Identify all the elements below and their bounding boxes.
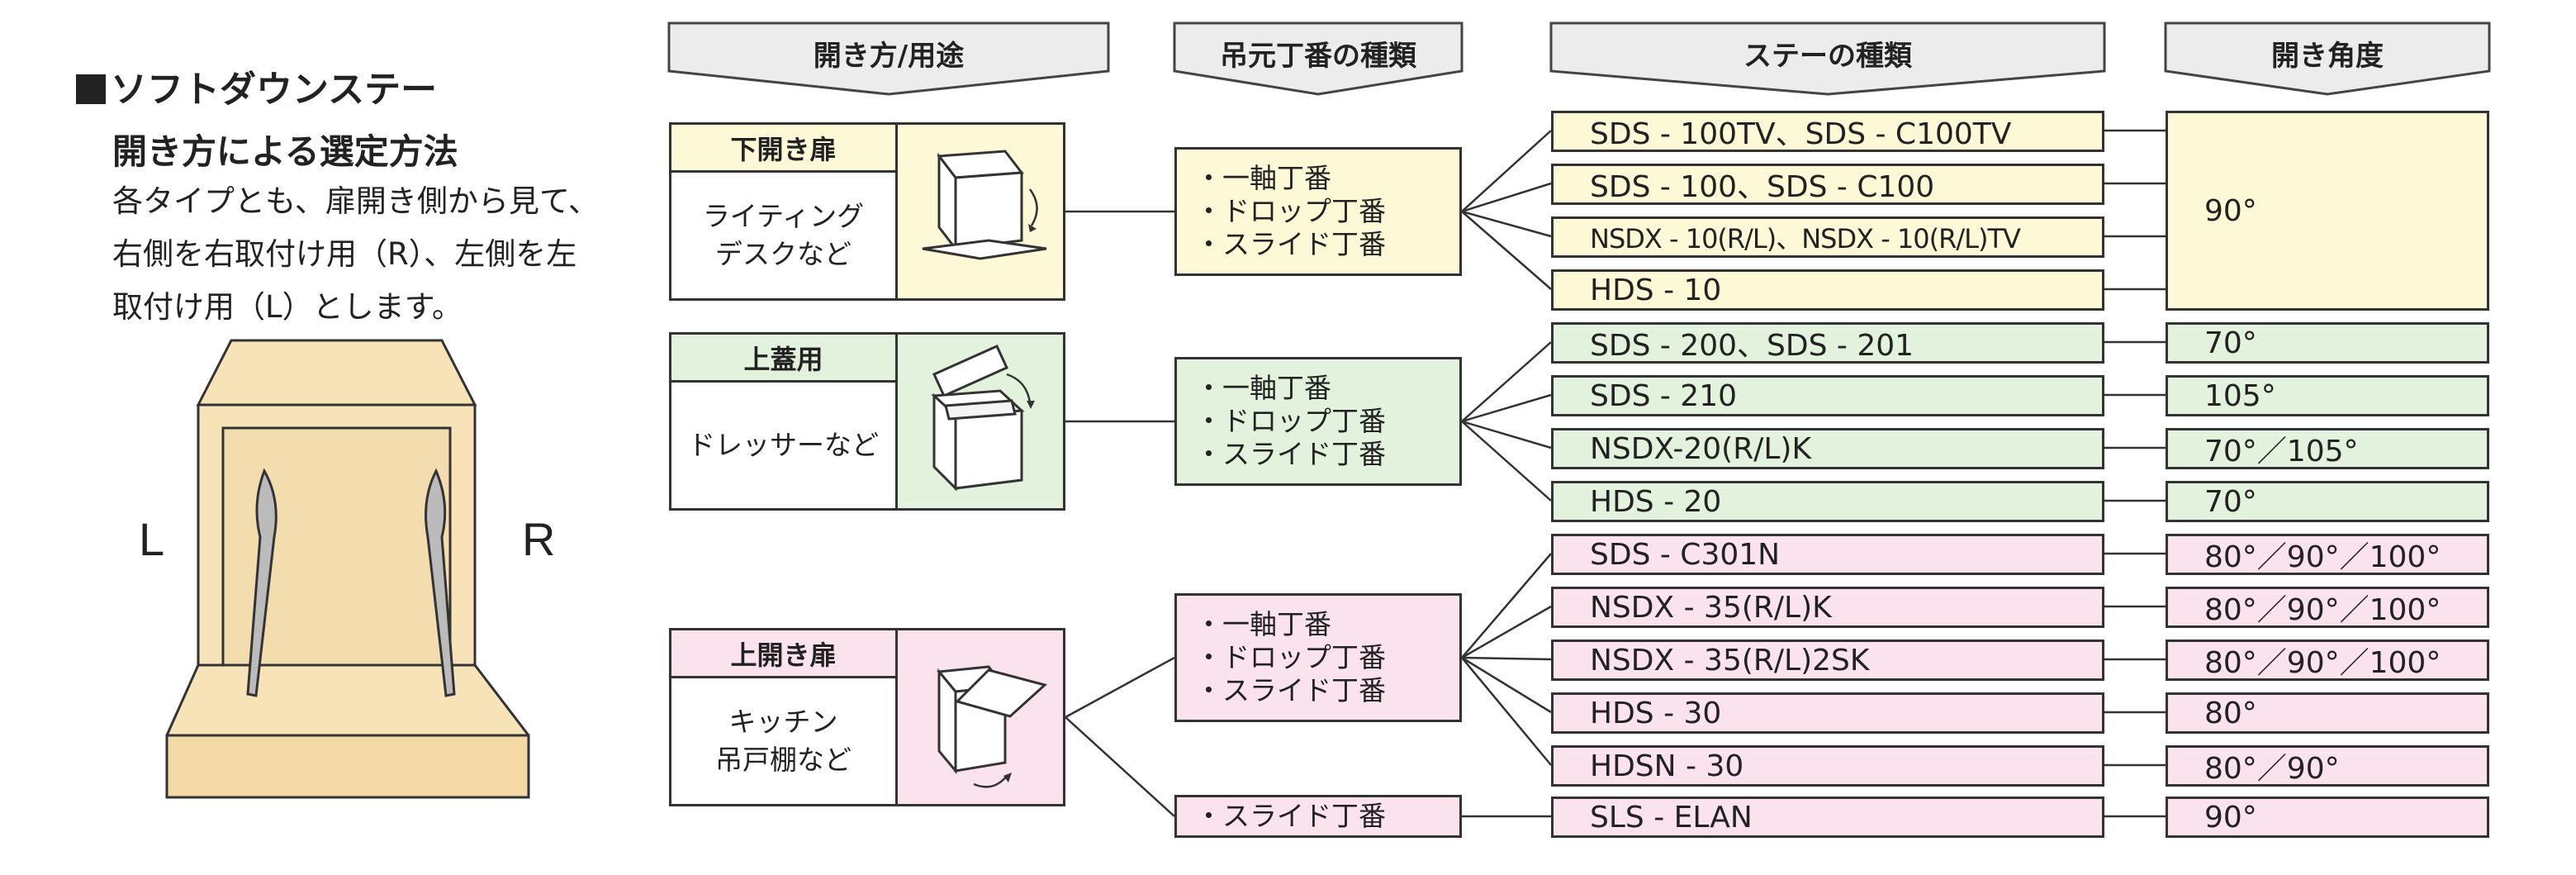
- stay-item: SLS - ELAN: [1551, 797, 2104, 838]
- angle-item: 105°: [2166, 375, 2489, 416]
- icon-panel: [898, 335, 1063, 508]
- header-chevron-angle: [2164, 21, 2491, 96]
- stay-item: NSDX-20(R/L)K: [1551, 428, 2104, 469]
- header-stay-type: ステーの種類: [1743, 40, 1912, 73]
- icon-panel: [898, 630, 1063, 804]
- hinge-item: ・一軸丁番: [1195, 372, 1331, 404]
- intro-line: 各タイプとも、扉開き側から見て、: [112, 183, 600, 219]
- angle-item: 90°: [2166, 111, 2489, 311]
- hinge-type-box-slide-only: ・スライド丁番: [1174, 795, 1462, 838]
- stay-item: HDS - 30: [1551, 692, 2104, 734]
- icon-panel: [898, 125, 1063, 298]
- hinge-item: ・ドロップ丁番: [1195, 405, 1386, 437]
- opening-type-box-lift-up-door: 上開き扉 キッチン 吊戸棚など: [669, 628, 1065, 806]
- opening-type-box-lift-lid: 上蓋用 ドレッサーなど: [669, 332, 1065, 511]
- stay-item: SDS - 100TV、SDS - C100TV: [1551, 111, 2104, 152]
- left-mount-label: L: [139, 513, 165, 565]
- header-chevron-stay: [1549, 21, 2106, 96]
- right-mount-label: R: [522, 513, 556, 565]
- header-chevron-opening: [667, 21, 1110, 96]
- stay-item: HDS - 10: [1551, 269, 2104, 311]
- door-edge: [165, 734, 530, 799]
- angle-item: 70°／105°: [2166, 428, 2489, 469]
- section-title: ソフトダウンステー: [76, 59, 437, 112]
- opening-type-tag: 上蓋用: [671, 335, 898, 383]
- hinge-item: ・スライド丁番: [1195, 438, 1386, 470]
- stay-item: HDSN - 30: [1551, 745, 2104, 787]
- drop-down-door-icon: [922, 150, 1047, 260]
- hinge-type-box: ・一軸丁番 ・ドロップ丁番 ・スライド丁番: [1174, 593, 1462, 722]
- angle-item: 80°／90°: [2166, 745, 2489, 787]
- hinge-item: ・ドロップ丁番: [1195, 641, 1386, 673]
- opening-type-tag: 上開き扉: [671, 630, 898, 678]
- angle-item: 70°: [2166, 322, 2489, 364]
- stay-item: SDS - 210: [1551, 375, 2104, 416]
- hinge-item: ・スライド丁番: [1195, 228, 1386, 260]
- hinge-item: ・スライド丁番: [1195, 800, 1386, 832]
- opening-type-tag: 下開き扉: [671, 125, 898, 173]
- opening-type-box-drop-door: 下開き扉 ライティング デスクなど: [669, 122, 1065, 301]
- angle-item: 70°: [2166, 481, 2489, 522]
- intro-line: 取付け用（L）とします。: [112, 289, 463, 325]
- intro-description: 各タイプとも、扉開き側から見て、 右側を右取付け用（R）、左側を左 取付け用（L…: [112, 175, 641, 334]
- stay-item: SDS - C301N: [1551, 534, 2104, 575]
- stay-item: SDS - 200、SDS - 201: [1551, 322, 2104, 364]
- header-opening: 開き方/用途: [813, 40, 965, 73]
- black-square-icon: [76, 74, 106, 104]
- hinge-item: ・スライド丁番: [1195, 674, 1386, 706]
- angle-item: 80°／90°／100°: [2166, 534, 2489, 575]
- stay-item: NSDX - 35(R/L)2SK: [1551, 640, 2104, 681]
- angle-item: 80°／90°／100°: [2166, 640, 2489, 681]
- intro-line: 右側を右取付け用（R）、左側を左: [112, 236, 577, 272]
- right-stay-arm: [425, 468, 456, 697]
- left-stay-arm: [246, 468, 278, 697]
- lift-up-door-icon: [937, 665, 1048, 788]
- header-chevrons: [667, 21, 2491, 96]
- hinge-type-box: ・一軸丁番 ・ドロップ丁番 ・スライド丁番: [1174, 147, 1462, 276]
- hinge-item: ・一軸丁番: [1195, 608, 1331, 640]
- hinge-type-box: ・一軸丁番 ・ドロップ丁番 ・スライド丁番: [1174, 357, 1462, 486]
- header-chevron-hinge: [1173, 21, 1464, 96]
- stay-item: SDS - 100、SDS - C100: [1551, 164, 2104, 205]
- opening-usage: キッチン 吊戸棚など: [671, 678, 898, 804]
- stay-item: HDS - 20: [1551, 481, 2104, 522]
- angle-item: 80°: [2166, 692, 2489, 734]
- angle-item: 80°／90°／100°: [2166, 587, 2489, 628]
- opening-usage: ライティング デスクなど: [671, 173, 898, 298]
- hinge-item: ・ドロップ丁番: [1195, 195, 1386, 227]
- stay-item: NSDX - 10(R/L)、NSDX - 10(R/L)TV: [1551, 216, 2104, 258]
- stay-item: NSDX - 35(R/L)K: [1551, 587, 2104, 628]
- header-hinge-type: 吊元丁番の種類: [1220, 40, 1416, 73]
- header-opening-angle: 開き角度: [2271, 40, 2384, 73]
- opening-usage: ドレッサーなど: [671, 383, 898, 508]
- section-subtitle: 開き方による選定方法: [112, 131, 458, 172]
- angle-item: 90°: [2166, 797, 2489, 838]
- cabinet-illustration: [165, 339, 530, 799]
- lift-lid-icon: [931, 345, 1035, 492]
- hinge-item: ・一軸丁番: [1195, 162, 1331, 194]
- title-text: ソフトダウンステー: [111, 69, 438, 111]
